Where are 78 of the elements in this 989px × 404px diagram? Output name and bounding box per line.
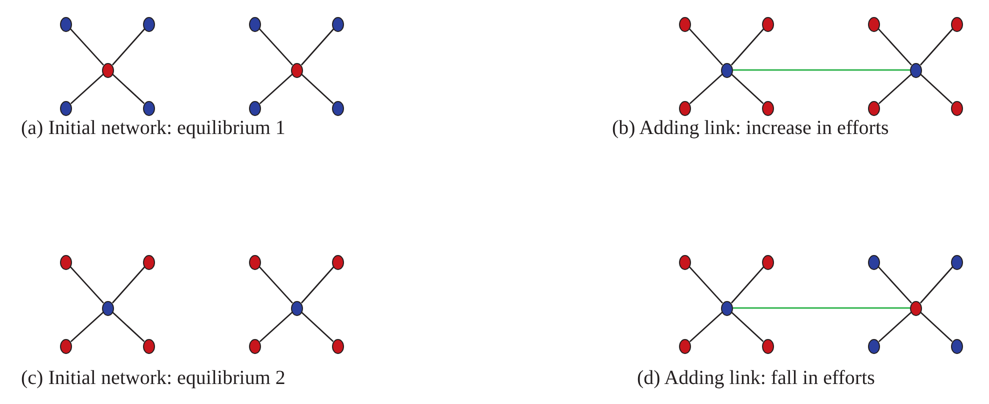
network-node — [910, 62, 922, 78]
link-line — [878, 74, 912, 104]
link-line — [920, 312, 953, 342]
link-line — [920, 28, 954, 66]
network-node — [60, 100, 72, 116]
network-node — [868, 338, 880, 354]
link-line — [112, 312, 145, 342]
link-line — [112, 28, 146, 66]
link-line — [259, 312, 293, 342]
link-line — [730, 266, 764, 304]
network-node — [679, 338, 691, 354]
network-node — [762, 100, 774, 116]
network-node — [332, 254, 344, 270]
network-node — [332, 100, 344, 116]
network-node — [721, 62, 733, 78]
link-line — [259, 266, 293, 304]
link-line — [259, 28, 293, 66]
panel-caption: (a) Initial network: equilibrium 1 — [21, 116, 286, 140]
network-node — [762, 254, 774, 270]
link-line — [689, 74, 723, 104]
link-line — [731, 312, 764, 342]
link-line — [301, 312, 334, 342]
link-line — [70, 28, 104, 66]
link-line — [70, 74, 104, 104]
link-line — [70, 266, 104, 304]
network-node — [951, 254, 963, 270]
network-node — [143, 254, 155, 270]
link-line — [112, 266, 146, 304]
link-line — [689, 312, 723, 342]
network-node — [868, 100, 880, 116]
network-node — [332, 16, 344, 32]
link-line — [878, 312, 912, 342]
link-line — [730, 28, 764, 66]
link-line — [878, 266, 912, 304]
network-node — [679, 100, 691, 116]
network-node — [102, 62, 114, 78]
network-node — [102, 300, 114, 316]
network-node — [951, 338, 963, 354]
network-node — [762, 16, 774, 32]
network-node — [60, 338, 72, 354]
network-node — [762, 338, 774, 354]
network-node — [143, 338, 155, 354]
link-line — [733, 307, 910, 309]
network-node — [60, 254, 72, 270]
link-line — [920, 266, 954, 304]
link-line — [300, 266, 334, 304]
network-node — [291, 62, 303, 78]
link-line — [112, 74, 145, 104]
link-line — [731, 74, 764, 104]
network-node — [951, 16, 963, 32]
network-node — [679, 16, 691, 32]
network-node — [249, 254, 261, 270]
network-node — [143, 16, 155, 32]
network-node — [868, 16, 880, 32]
panel-caption: (d) Adding link: fall in efforts — [637, 366, 875, 390]
panel-caption: (c) Initial network: equilibrium 2 — [21, 366, 286, 390]
network-node — [143, 100, 155, 116]
network-node — [60, 16, 72, 32]
link-line — [920, 74, 953, 104]
network-node — [332, 338, 344, 354]
network-node — [249, 16, 261, 32]
network-node — [249, 100, 261, 116]
link-line — [733, 69, 910, 71]
link-line — [689, 266, 723, 304]
network-node — [721, 300, 733, 316]
network-node — [951, 100, 963, 116]
link-line — [689, 28, 723, 66]
link-line — [300, 28, 334, 66]
link-line — [259, 74, 293, 104]
network-node — [291, 300, 303, 316]
network-node — [868, 254, 880, 270]
panel-caption: (b) Adding link: increase in efforts — [612, 116, 889, 140]
link-line — [301, 74, 334, 104]
link-line — [70, 312, 104, 342]
network-node — [249, 338, 261, 354]
network-node — [910, 300, 922, 316]
link-line — [878, 28, 912, 66]
network-node — [679, 254, 691, 270]
